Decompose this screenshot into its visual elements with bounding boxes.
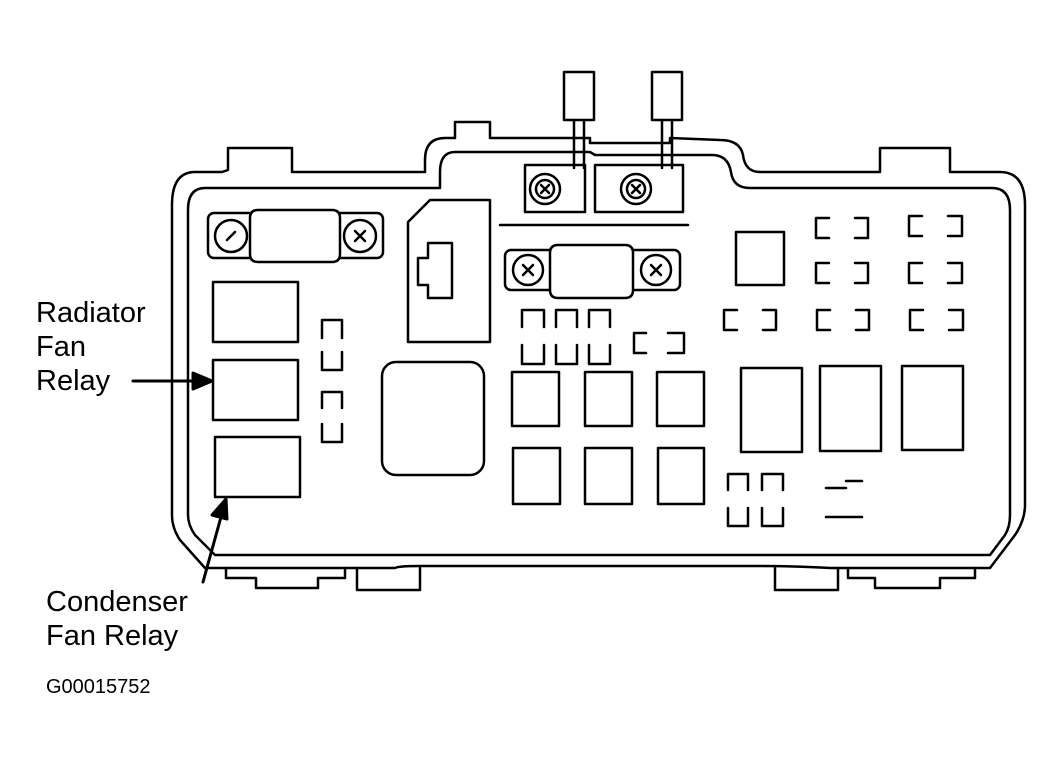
mini-fuse-r7 [908,308,965,332]
bottom-tab-1 [224,566,347,590]
callout-arrows [131,371,229,584]
relay-right-2 [818,364,883,453]
radiator-fan-relay-label: Radiator Fan Relay [36,296,146,398]
terminal-right-bolt-inner [625,178,647,200]
fuse-link-left-bolt-1-mark [225,230,237,242]
fuse-link-center-body [548,243,635,300]
fuse-link-left-body [248,208,342,264]
mini-fuses-center [520,308,686,366]
housing [170,120,1027,592]
radiator-fan-relay [211,358,300,422]
fuse-link-center [503,243,682,300]
relay-square-right [734,230,786,287]
condenser-arrow-head [210,497,229,521]
connector-block [406,198,492,344]
bottom-tab-3 [773,566,840,592]
mini-fuse-r3 [814,261,870,285]
condenser-fan-relay [213,435,302,499]
fuse-link-left-bolt-2-x [353,229,367,243]
bottom-tab-2 [355,566,422,592]
square-fuse-6 [656,446,706,506]
fuse-link-center-bolt-2 [639,253,673,287]
figure-code: G00015752 [46,676,151,698]
relay-right-1 [739,366,804,454]
radiator-label-line-3: Relay [36,365,111,397]
terminal-right-x [630,183,642,195]
terminal-left-x [539,183,551,195]
dash-marks [824,479,864,519]
connector-housing [406,198,492,344]
fuse-link-left [206,208,385,264]
mini-fuse-2 [320,390,344,444]
mini-fuse-r2 [907,214,964,238]
terminal-left-bolt-outer [528,172,562,206]
radiator-arrow-head [191,371,214,391]
terminal-left [523,163,587,214]
cable-left-lead [572,118,586,170]
fuse-link-left-bolt-1 [213,218,249,254]
fuse-link-center-bolt-2-x [649,263,663,277]
mini-fuses-right [722,214,965,332]
cable-right [650,70,684,122]
left-relays [211,280,302,499]
terminal-right [593,163,685,214]
cables [562,70,684,170]
fuse-link-center-bolt-1 [511,253,545,287]
control-module [380,360,486,477]
housing-outer [170,120,1027,570]
right-relays [739,364,965,454]
bottom-tab-4 [846,566,977,590]
condenser-label-line-1: Condenser [46,586,188,618]
square-fuse-1 [510,370,561,428]
connector-socket [416,241,454,300]
fuse-link-left-bolt-2 [342,218,378,254]
mini-fuse-c3 [587,308,612,366]
mini-fuse-c4 [632,331,686,355]
terminal-right-bolt-outer [619,172,653,206]
condenser-arrow-line [201,515,223,584]
radiator-label-line-1: Radiator [36,297,146,329]
square-fuse-3 [655,370,706,428]
mini-fuse-b2 [760,472,785,528]
mini-fuse-r4 [907,261,964,285]
fuse-link-center-bolt-1-x [521,263,535,277]
square-fuse-4 [511,446,562,506]
mini-fuse-1 [320,318,344,372]
mini-fuse-c2 [554,308,579,366]
mini-fuses-left [320,318,344,444]
relay-right-3 [900,364,965,452]
mini-fuse-r5 [722,308,778,332]
condenser-fan-relay-label: Condenser Fan Relay [46,585,188,653]
square-fuse-2 [583,370,634,428]
housing-inner [186,150,1012,557]
cable-left [562,70,596,122]
square-fuses [510,370,706,506]
condenser-label-line-2: Fan Relay [46,620,179,652]
mini-fuses-bottom-right [726,472,864,528]
relay-top-left [211,280,300,344]
mini-fuse-b1 [726,472,750,528]
radiator-label-line-2: Fan [36,331,86,363]
mini-fuse-r6 [815,308,871,332]
top-terminals [498,163,690,227]
mini-fuse-r1 [814,216,870,240]
square-fuse-5 [583,446,634,506]
terminal-left-bolt-inner [534,178,556,200]
mini-fuse-c1 [520,308,546,366]
